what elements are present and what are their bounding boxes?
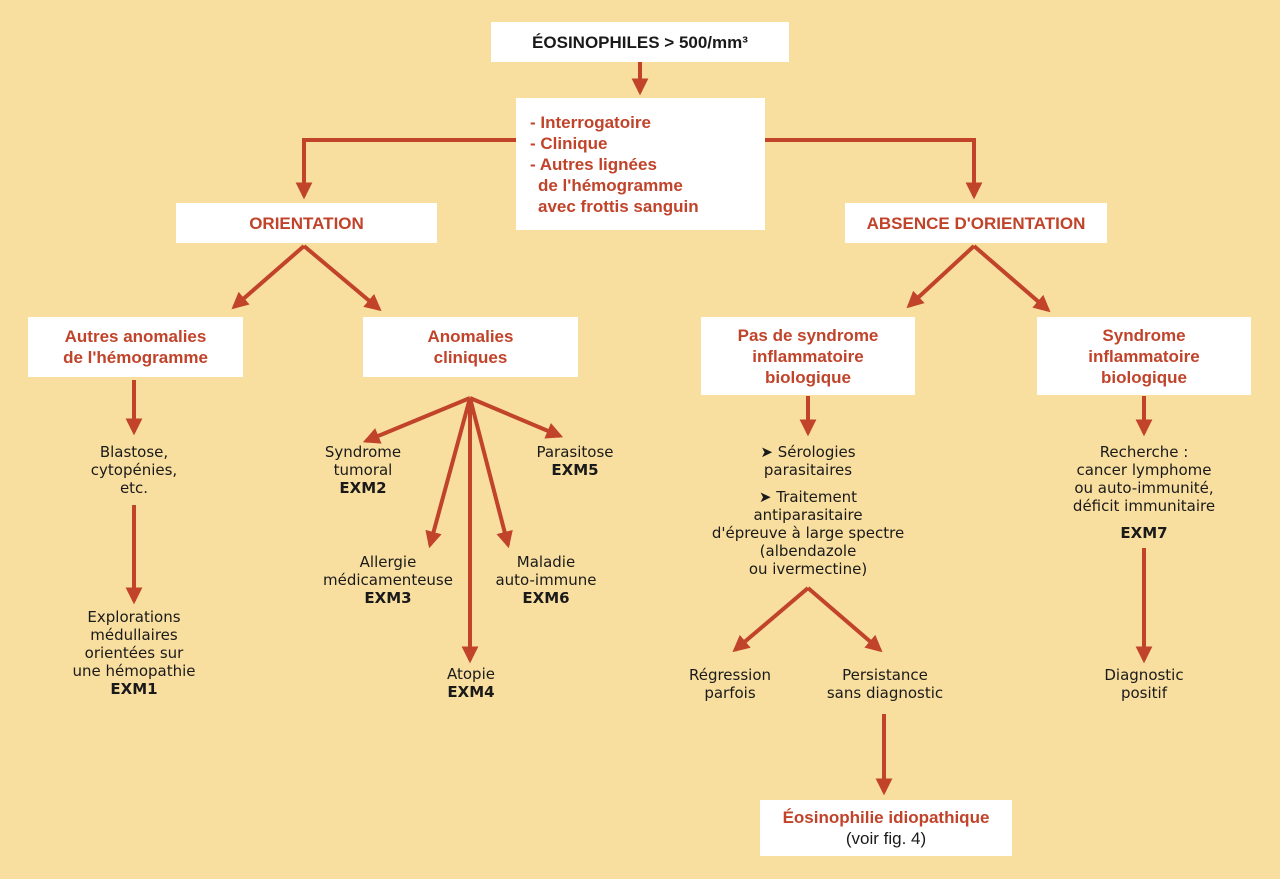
syndrome-tumoral-text: Syndrome tumoral EXM2: [303, 443, 423, 497]
regression-text: Régression parfois: [670, 666, 790, 702]
title-box: ÉOSINOPHILES > 500/mm³: [491, 22, 789, 62]
exm3-code: EXM3: [364, 589, 412, 607]
atopie-line1: Atopie: [447, 665, 495, 683]
diagnostic-line1: Diagnostic: [1104, 666, 1184, 684]
exm5-code: EXM5: [551, 461, 599, 479]
allergie-line2: médicamenteuse: [323, 571, 453, 589]
absence-orientation-box: ABSENCE D'ORIENTATION: [845, 203, 1107, 243]
blastose-line2: cytopénies,: [90, 461, 178, 479]
title-text: ÉOSINOPHILES > 500/mm³: [532, 32, 748, 52]
arrow-orientation-to-autres: [231, 244, 306, 310]
traitement-line4: (albendazole: [759, 542, 857, 560]
persistance-line1: Persistance: [842, 666, 928, 684]
exm2-code: EXM2: [339, 479, 387, 497]
anomalies-cliniques-line1: Anomalies: [427, 327, 514, 346]
maladie-line2: auto-immune: [495, 571, 597, 589]
arrow-steps-to-absence: [765, 138, 983, 200]
exm4-code: EXM4: [447, 683, 495, 701]
exm7-text: EXM7: [1094, 524, 1194, 542]
tumoral-line2: tumoral: [333, 461, 393, 479]
traitement-line5: ou ivermectine): [748, 560, 868, 578]
recherche-line2: cancer lymphome: [1076, 461, 1212, 479]
persistance-text: Persistance sans diagnostic: [810, 666, 960, 702]
voir-fig-label: (voir fig. 4): [845, 829, 927, 848]
recherche-text: Recherche : cancer lymphome ou auto-immu…: [1054, 443, 1234, 515]
arrow-traitement-to-persistance: [806, 586, 883, 653]
persistance-line2: sans diagnostic: [826, 684, 944, 702]
traitement-line2: antiparasitaire: [753, 506, 863, 524]
step-clinique: - Clinique: [530, 133, 608, 153]
diagnostic-line2: positif: [1120, 684, 1167, 702]
regression-line1: Régression: [688, 666, 772, 684]
explorations-line1: Explorations: [87, 608, 181, 626]
diagnostic-text: Diagnostic positif: [1084, 666, 1204, 702]
absence-orientation-label: ABSENCE D'ORIENTATION: [866, 213, 1086, 233]
traitement-text: ➤ Traitement antiparasitaire d'épreuve à…: [693, 488, 923, 578]
maladie-line1: Maladie: [516, 553, 576, 571]
autres-anomalies-line2: de l'hémogramme: [63, 348, 208, 367]
exm6-code: EXM6: [522, 589, 570, 607]
blastose-line1: Blastose,: [99, 443, 169, 461]
step-interrogatoire: - Interrogatoire: [530, 112, 651, 132]
atopie-text: Atopie EXM4: [421, 665, 521, 701]
arrow-orientation-to-cliniques: [302, 244, 382, 312]
eosinophilie-idiopathique-box: Éosinophilie idiopathique (voir fig. 4): [760, 800, 1012, 856]
step-frottis: avec frottis sanguin: [538, 196, 699, 216]
pas-syndrome-line2: inflammatoire: [752, 346, 864, 366]
autres-anomalies-box: Autres anomalies de l'hémogramme: [28, 317, 243, 377]
syndrome-line3: biologique: [1101, 367, 1187, 387]
arrow-cliniques-to-allergie: [425, 397, 472, 549]
recherche-line3: ou auto-immunité,: [1074, 479, 1214, 497]
syndrome-line1: Syndrome: [1102, 325, 1186, 345]
tumoral-line1: Syndrome: [324, 443, 402, 461]
explorations-line2: médullaires: [90, 626, 178, 644]
anomalies-cliniques-box: Anomalies cliniques: [363, 317, 578, 377]
traitement-line3: d'épreuve à large spectre: [711, 524, 905, 542]
orientation-label: ORIENTATION: [249, 213, 364, 233]
allergie-text: Allergie médicamenteuse EXM3: [313, 553, 463, 607]
step-hemogramme: de l'hémogramme: [538, 175, 683, 195]
recherche-line1: Recherche :: [1099, 443, 1189, 461]
arrow-absence-to-pas: [906, 244, 976, 309]
blastose-text: Blastose, cytopénies, etc.: [64, 443, 204, 497]
recherche-line4: déficit immunitaire: [1072, 497, 1216, 515]
explorations-line4: une hémopathie: [72, 662, 196, 680]
step-autres-lignees: - Autres lignées: [530, 154, 657, 174]
arrow-cliniques-to-maladie: [468, 397, 513, 549]
exm1-code: EXM1: [110, 680, 158, 698]
blastose-line3: etc.: [119, 479, 149, 497]
steps-box: - Interrogatoire - Clinique - Autres lig…: [516, 98, 765, 230]
parasitose-text: Parasitose EXM5: [520, 443, 630, 479]
autres-anomalies-line1: Autres anomalies: [64, 327, 207, 346]
exm7-code: EXM7: [1120, 524, 1168, 542]
maladie-text: Maladie auto-immune EXM6: [486, 553, 606, 607]
syndrome-box: Syndrome inflammatoire biologique: [1037, 317, 1251, 395]
allergie-line1: Allergie: [359, 553, 417, 571]
pas-syndrome-line1: Pas de syndrome: [737, 325, 879, 345]
arrow-cliniques-to-parasitose: [469, 396, 564, 439]
pas-syndrome-line3: biologique: [765, 367, 851, 387]
orientation-box: ORIENTATION: [176, 203, 437, 243]
explorations-text: Explorations médullaires orientées sur u…: [44, 608, 224, 698]
idiopathique-label: Éosinophilie idiopathique: [782, 808, 990, 827]
explorations-line3: orientées sur: [84, 644, 184, 662]
pas-syndrome-box: Pas de syndrome inflammatoire biologique: [701, 317, 915, 395]
syndrome-line2: inflammatoire: [1088, 346, 1200, 366]
serologies-line1: ➤ Sérologies: [760, 443, 856, 461]
arrow-traitement-to-regression: [732, 586, 810, 653]
serologies-line2: parasitaires: [763, 461, 853, 479]
serologies-text: ➤ Sérologies parasitaires: [738, 443, 878, 479]
arrow-cliniques-to-tumoral: [362, 396, 471, 444]
regression-line2: parfois: [704, 684, 756, 702]
traitement-line1: ➤ Traitement: [758, 488, 858, 506]
anomalies-cliniques-line2: cliniques: [433, 348, 508, 367]
parasitose-line1: Parasitose: [536, 443, 614, 461]
arrow-absence-to-syndrome: [972, 244, 1051, 313]
arrow-steps-to-orientation: [295, 138, 516, 200]
